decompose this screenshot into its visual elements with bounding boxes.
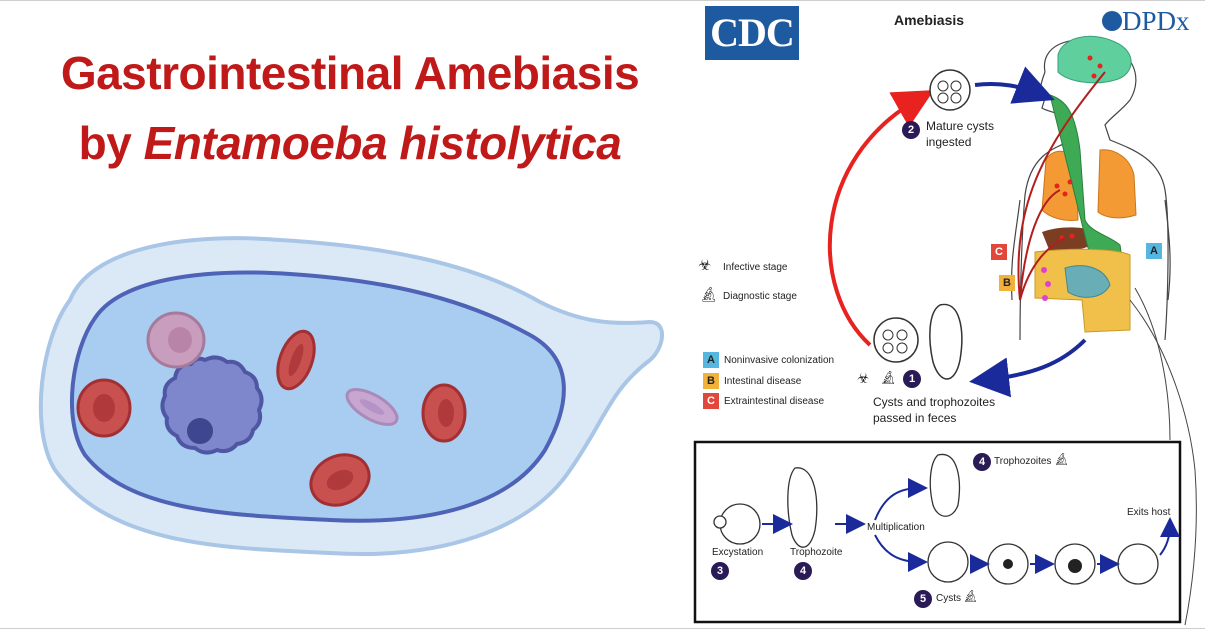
biohazard-icon: ☣ xyxy=(698,257,712,274)
right-lung xyxy=(1097,149,1137,219)
inset-step-4: 4 xyxy=(794,562,812,580)
mature-cyst xyxy=(929,69,971,111)
legend-b-marker: B xyxy=(703,373,719,389)
page-subtitle: by Entamoeba histolytica xyxy=(0,116,700,170)
bottom-rule xyxy=(0,628,1205,629)
legend-a-marker: A xyxy=(703,352,719,368)
inset-trophozoites-number: 4 xyxy=(973,453,991,471)
inset-cysts: Cysts xyxy=(936,593,961,604)
body-marker-b: B xyxy=(999,275,1015,291)
inset-multiplication: Multiplication xyxy=(867,522,925,533)
legend-infective: Infective stage xyxy=(723,262,788,273)
legend-diagnostic: Diagnostic stage xyxy=(723,291,797,302)
connector-line-2 xyxy=(1134,287,1171,441)
step-1-microscope-icon: 🔬︎ xyxy=(880,370,897,385)
ingestion-arrow xyxy=(827,90,934,347)
dpdx-logo: DPDx xyxy=(1102,6,1202,36)
inset-box xyxy=(693,440,1182,624)
small-intestine xyxy=(1064,265,1111,298)
extraintestinal-paths xyxy=(1017,71,1106,301)
legend-b-label: Intestinal disease xyxy=(724,376,802,387)
microscope-icon: 🔬︎ xyxy=(700,286,718,302)
amoeba-illustration xyxy=(38,236,664,556)
legend-c-label: Extraintestinal disease xyxy=(724,396,825,407)
step-1-number: 1 xyxy=(903,370,921,388)
parasite-dots xyxy=(1054,55,1103,241)
dpdx-logo-text: DPDx xyxy=(1122,6,1190,36)
inset-arrows xyxy=(762,478,1180,574)
inset-excystation: Excystation xyxy=(712,547,764,558)
inset-exits-host: Exits host xyxy=(1127,507,1171,518)
diagram-title: Amebiasis xyxy=(894,12,965,28)
to-mouth-arrow xyxy=(974,66,1055,104)
inset-trophozoites-microscope-icon: 🔬︎ xyxy=(1054,452,1070,466)
dpdx-globe-icon xyxy=(1102,11,1122,31)
step-2-label-1: Mature cysts xyxy=(926,119,995,133)
step-2-label-2: ingested xyxy=(926,135,972,149)
legend-a-label: Noninvasive colonization xyxy=(724,355,835,366)
cdc-logo: CDC xyxy=(705,6,799,60)
subtitle-species: Entamoeba histolytica xyxy=(143,117,622,169)
legend-c-marker: C xyxy=(703,393,719,409)
brain xyxy=(1057,35,1132,84)
inset-trophozoite: Trophozoite xyxy=(790,547,843,558)
inset-nuclei xyxy=(1003,559,1082,573)
ingested-red-blood-cells xyxy=(76,311,467,507)
connector-line-1 xyxy=(1129,299,1197,626)
life-cycle-diagram xyxy=(693,35,1197,626)
subtitle-prefix: by xyxy=(78,117,144,169)
feces-cyst xyxy=(873,317,919,363)
top-rule xyxy=(0,0,1205,1)
to-feces-arrow xyxy=(969,338,1087,398)
step-1-label-2: passed in feces xyxy=(873,411,957,425)
inset-trophozoites: Trophozoites xyxy=(994,456,1052,467)
inset-cysts-number: 5 xyxy=(914,590,932,608)
body-marker-a: A xyxy=(1146,243,1162,259)
feces-trophozoite xyxy=(929,303,963,380)
inset-step-3: 3 xyxy=(711,562,729,580)
page-title: Gastrointestinal Amebiasis xyxy=(60,47,640,99)
inset-drawings xyxy=(713,453,1159,585)
cdc-logo-text: CDC xyxy=(710,10,795,55)
step-1-biohazard-icon: ☣ xyxy=(857,370,870,386)
inset-cysts-microscope-icon: 🔬︎ xyxy=(963,589,979,603)
intestinal-lesion-dots xyxy=(1041,267,1051,301)
step-2-number: 2 xyxy=(902,121,920,139)
step-1-label-1: Cysts and trophozoites xyxy=(873,395,996,409)
amoeba-nucleus xyxy=(160,355,264,455)
body-marker-c: C xyxy=(991,244,1007,260)
